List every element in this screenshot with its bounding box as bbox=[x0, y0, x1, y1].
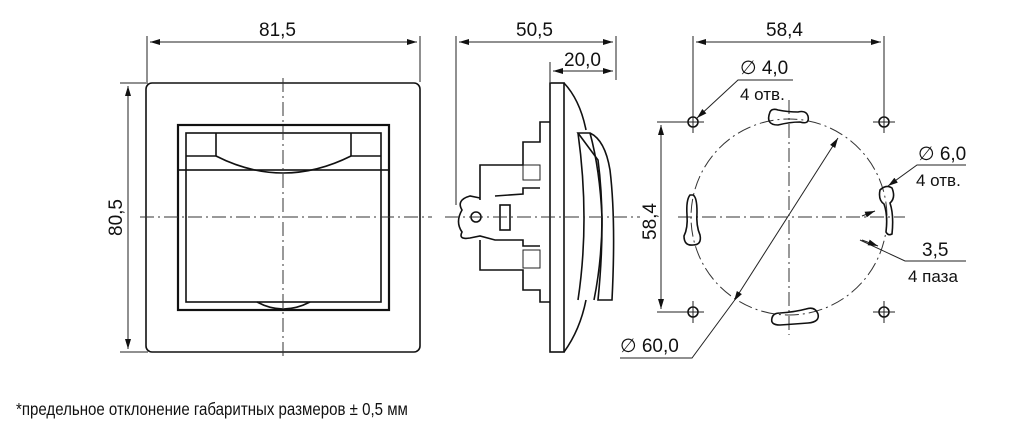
front-view: 81,5 80,5 bbox=[106, 20, 432, 360]
dim-height: 80,5 bbox=[106, 199, 127, 236]
dim-large-hole-count: 4 отв. bbox=[916, 171, 961, 190]
dim-depth: 50,5 bbox=[516, 20, 553, 41]
tolerance-footnote: *предельное отклонение габаритных размер… bbox=[16, 399, 408, 419]
terminal-clamp bbox=[457, 195, 540, 247]
keyhole-slots bbox=[683, 108, 895, 326]
dim-slot-width: 3,5 bbox=[922, 240, 948, 261]
dim-front-depth: 20,0 bbox=[564, 50, 601, 71]
lid-cutout-curve bbox=[215, 155, 352, 174]
side-view: 50,5 20,0 bbox=[445, 20, 640, 353]
dim-small-hole-count: 4 отв. bbox=[740, 85, 785, 104]
dim-slot-count: 4 паза bbox=[908, 267, 958, 286]
dim-width: 81,5 bbox=[259, 20, 296, 41]
dim-hole-spacing-v: 58,4 bbox=[640, 203, 661, 240]
corner-holes bbox=[682, 111, 895, 323]
dim-circle-diameter: ∅ 60,0 bbox=[620, 336, 679, 357]
dim-hole-spacing-h: 58,4 bbox=[766, 20, 803, 41]
dim-small-hole-diameter: ∅ 4,0 bbox=[740, 58, 788, 79]
mounting-view: 58,4 58,4 ∅ 4,0 4 отв. ∅ 6,0 4 отв. 3,5 … bbox=[620, 20, 966, 359]
dim-large-hole-diameter: ∅ 6,0 bbox=[918, 144, 966, 165]
